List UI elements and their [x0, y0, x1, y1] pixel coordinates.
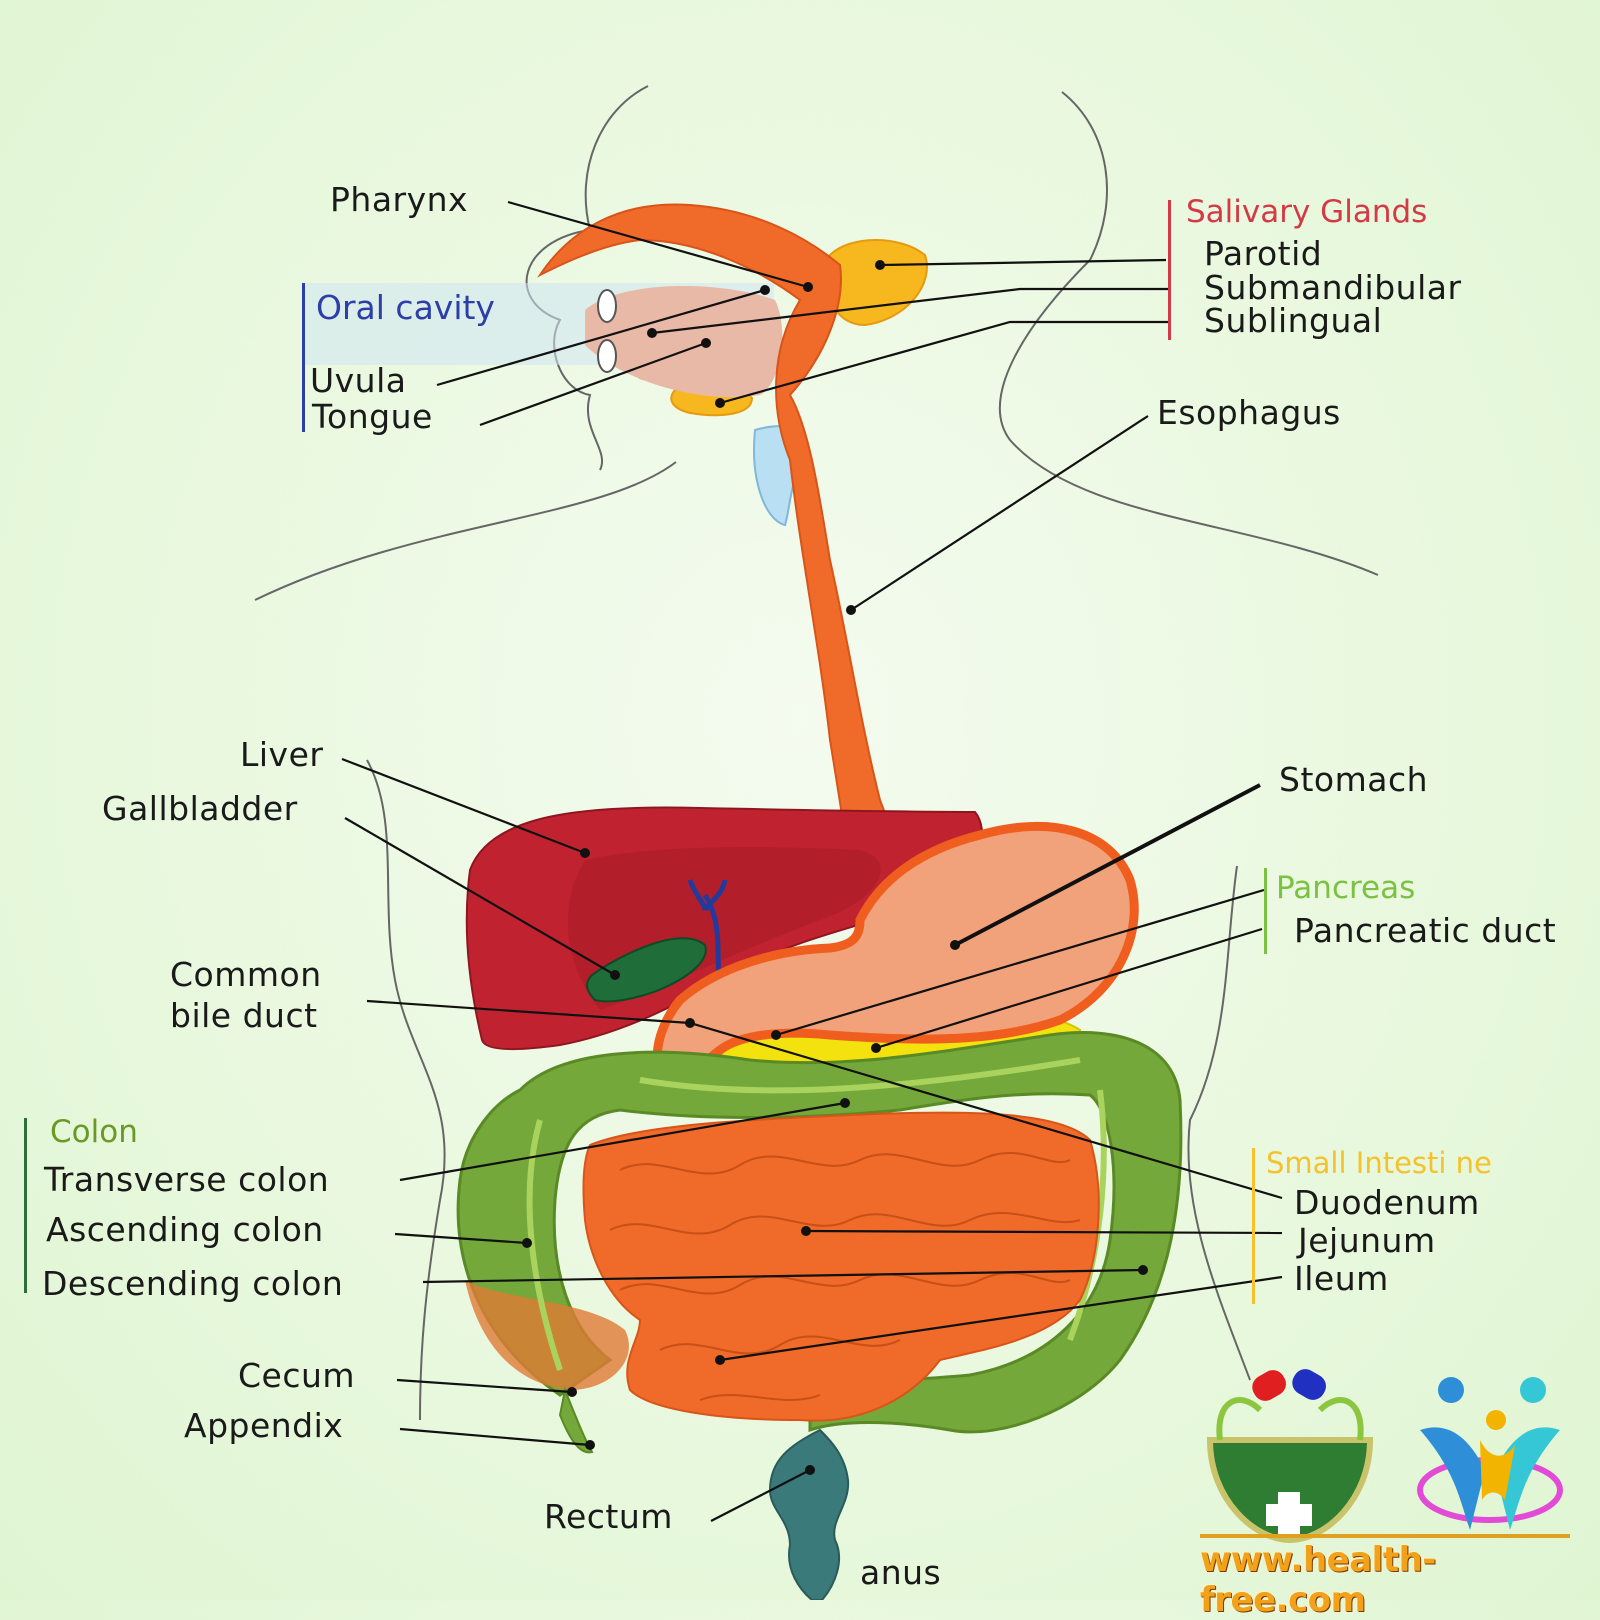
colon-title: Colon	[50, 1114, 138, 1150]
pancreas-group-bar	[1264, 868, 1267, 954]
gallbladder-label: Gallbladder	[102, 789, 298, 828]
cecum-label: Cecum	[238, 1356, 356, 1395]
pharynx-label: Pharynx	[330, 180, 469, 219]
appendix-label: Appendix	[184, 1406, 344, 1445]
small-intestine-shape	[582, 1111, 1100, 1422]
submandibular-label: Submandibular	[1204, 268, 1462, 307]
common-bile-duct-label-line1: Common	[170, 955, 322, 994]
gallbladder-shape	[586, 937, 707, 1003]
website-watermark: www.health-free.com	[1200, 1540, 1436, 1620]
health-logo-icon	[1206, 1369, 1374, 1544]
anus-label: anus	[860, 1553, 942, 1592]
watermark-underline	[1200, 1534, 1570, 1538]
uvula-label: Uvula	[310, 361, 407, 400]
jejunum-label: Jejunum	[1298, 1221, 1436, 1260]
transverse-colon-label: Transverse colon	[44, 1160, 330, 1199]
small-intestine-group-bar	[1252, 1148, 1255, 1304]
salivary-glands-title: Salivary Glands	[1186, 194, 1428, 230]
salivary-group-bar	[1168, 200, 1171, 340]
people-logo-icon	[1417, 1377, 1563, 1530]
stomach-shape	[652, 821, 1139, 1085]
colon-shape	[456, 1031, 1183, 1454]
descending-colon-label: Descending colon	[42, 1264, 344, 1303]
body-outline	[254, 85, 1379, 1421]
tongue-label: Tongue	[312, 397, 433, 436]
leader-lines	[341, 200, 1283, 1522]
common-bile-duct-label-line2: bile duct	[170, 996, 318, 1035]
stomach-label: Stomach	[1279, 760, 1429, 799]
liver-label: Liver	[240, 735, 324, 774]
pancreatic-duct-label: Pancreatic duct	[1294, 911, 1557, 950]
ileum-label: Ileum	[1294, 1259, 1389, 1298]
ascending-colon-label: Ascending colon	[46, 1210, 324, 1249]
colon-group-bar	[24, 1118, 27, 1293]
sublingual-label: Sublingual	[1204, 301, 1383, 340]
oral-group-bar	[302, 283, 305, 432]
leader-dots	[522, 260, 1148, 1475]
small-intestine-title: Small Intesti ne	[1266, 1146, 1492, 1180]
parotid-label: Parotid	[1204, 234, 1323, 273]
oral-cavity-title: Oral cavity	[316, 288, 495, 327]
rectum-shape	[768, 1428, 850, 1600]
pancreas-title: Pancreas	[1276, 870, 1416, 906]
esophagus-label: Esophagus	[1157, 393, 1341, 432]
rectum-label: Rectum	[544, 1497, 673, 1536]
duodenum-label: Duodenum	[1294, 1183, 1480, 1222]
